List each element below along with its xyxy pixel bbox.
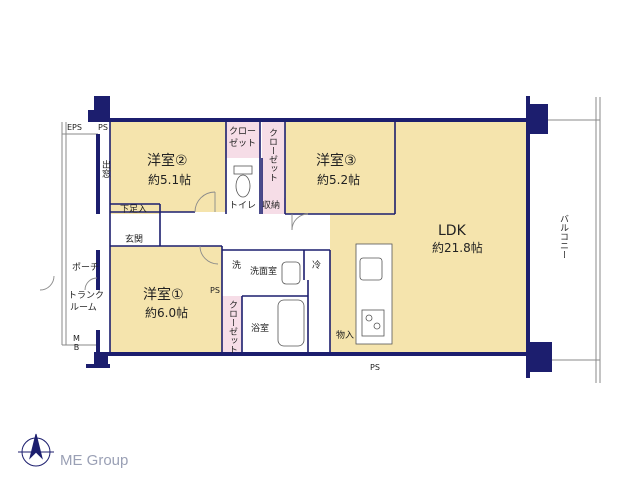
bathtub (277, 299, 305, 347)
closet-western1-fill (222, 296, 242, 352)
fridge-label: 冷 (312, 261, 322, 271)
eps-label: EPS (67, 123, 82, 132)
room-ldk-size: 約21.8帖 (432, 241, 483, 255)
room-western1-name: 洋室① (143, 287, 184, 303)
closet-western3-fill (262, 122, 284, 198)
interior-walls (109, 122, 396, 352)
ps-label-top: PS (98, 123, 108, 132)
closet-western1-label: クローゼット (227, 300, 237, 354)
room-western2-name: 洋室② (147, 153, 188, 169)
trunk-room-label-2: ルーム (70, 303, 97, 313)
room-western1-fill (110, 246, 222, 352)
washbasin (281, 261, 301, 285)
storage-label: 収納 (262, 201, 281, 211)
toilet-label: トイレ (229, 201, 257, 211)
ps-label-bottom: PS (370, 363, 380, 372)
ps-label-mid: PS (210, 286, 220, 295)
closet-western2-label-1: クロー (229, 127, 257, 137)
storage-fill (262, 198, 286, 214)
balcony-outline (548, 97, 601, 383)
entrance-fill (110, 218, 160, 246)
room-western1-size: 約6.0帖 (145, 306, 189, 320)
washroom-label: 洗面室 (250, 267, 278, 277)
kitchen-counter (355, 243, 393, 345)
toilet-bowl (235, 174, 251, 198)
bathroom-label: 浴室 (251, 324, 270, 334)
door-swings (39, 191, 309, 291)
closet-western3-label: クローゼット (267, 128, 277, 182)
porch-outline (61, 122, 98, 346)
fridge-fill (304, 250, 330, 280)
room-western3-size: 約5.2帖 (317, 173, 361, 187)
porch-label: ポーチ (72, 263, 100, 273)
room-ldk-fill-upper (395, 122, 526, 242)
closet-western2-fill (226, 122, 260, 158)
mb-label: MB (72, 334, 81, 352)
wash-label: 洗 (232, 261, 242, 271)
room-ldk-name: LDK (438, 223, 466, 239)
entrance-label: 玄関 (125, 235, 144, 245)
brand-logo-text: ME Group (60, 452, 129, 469)
north-arrow-icon (18, 433, 54, 467)
room-western3-name: 洋室③ (316, 153, 357, 169)
room-western2-fill (110, 122, 226, 212)
room-western2-size: 約5.1帖 (148, 173, 192, 187)
balcony-label: バルコニー (558, 214, 568, 259)
closet-western2-label-2: ゼット (229, 139, 257, 149)
trunk-room-label-1: トランク (68, 291, 105, 301)
toilet-tank (233, 165, 253, 175)
exterior-walls (86, 96, 552, 378)
window-label: 出窓 (100, 160, 110, 178)
shoe-storage-label: 下足入 (120, 205, 148, 215)
closet-storage-label: 物入 (336, 331, 355, 341)
